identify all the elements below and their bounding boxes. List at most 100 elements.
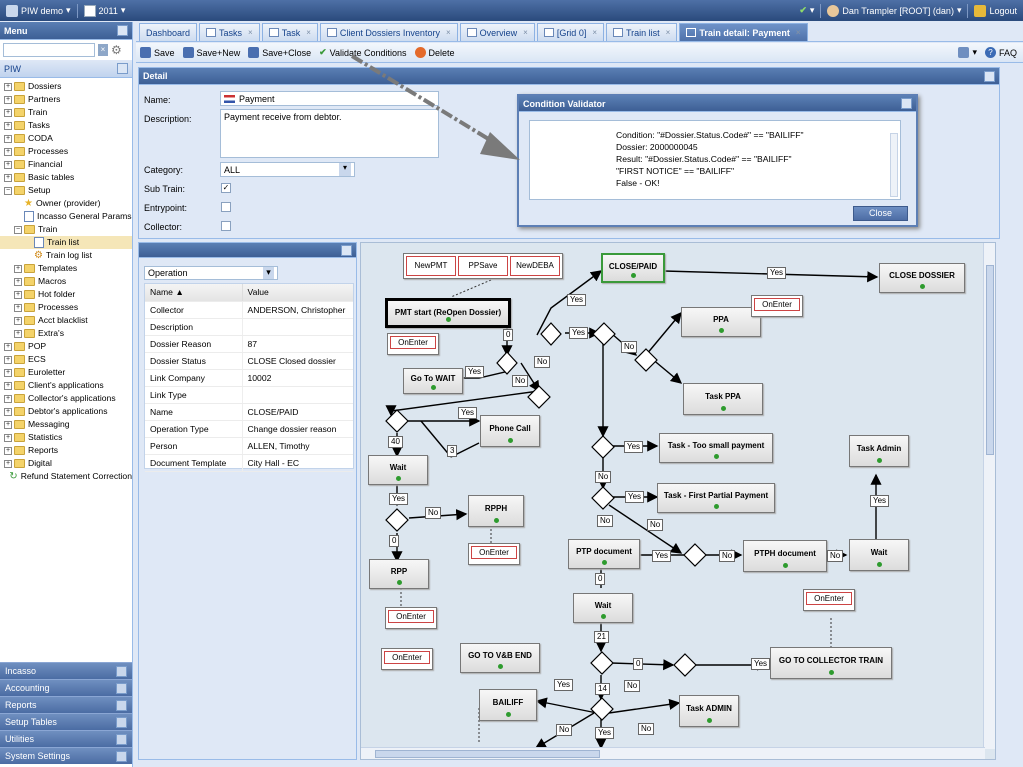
tab[interactable]: Task× bbox=[261, 23, 318, 41]
menu-tree-item[interactable]: +Client's applications bbox=[4, 379, 132, 392]
menu-tree-item[interactable]: −Setup bbox=[4, 184, 132, 197]
menu-tree-item[interactable]: +Statistics bbox=[4, 431, 132, 444]
save-close-button[interactable]: Save+Close bbox=[248, 47, 311, 58]
close-tab-icon[interactable]: × bbox=[306, 28, 311, 37]
close-button[interactable]: Close bbox=[853, 206, 908, 221]
flow-node[interactable]: GO TO V&B END bbox=[460, 643, 540, 673]
flow-node[interactable]: PMT start (ReOpen Dossier) bbox=[385, 298, 511, 328]
app-menu[interactable]: PIW demo ▾ bbox=[0, 0, 77, 21]
flow-node[interactable]: Task ADMIN bbox=[679, 695, 739, 727]
collector-checkbox[interactable] bbox=[221, 221, 231, 231]
menu-tree-item[interactable]: +Collector's applications bbox=[4, 392, 132, 405]
menu-tree-item[interactable]: +Partners bbox=[4, 93, 132, 106]
operation-select[interactable]: Operation▾ bbox=[144, 266, 278, 280]
flow-node[interactable]: BAILIFF bbox=[479, 689, 537, 721]
expand-icon[interactable]: + bbox=[4, 160, 12, 169]
flow-node[interactable]: PTP document bbox=[568, 539, 640, 569]
expand-icon[interactable]: + bbox=[14, 277, 22, 286]
menu-tree-item[interactable]: +Train bbox=[4, 106, 132, 119]
expand-icon[interactable]: − bbox=[4, 186, 12, 195]
expand-icon[interactable] bbox=[116, 682, 127, 694]
subtrain-checkbox[interactable]: ✓ bbox=[221, 183, 231, 193]
onenter-button[interactable]: OnEnter bbox=[803, 589, 855, 611]
status-check[interactable]: ✔ ▾ bbox=[799, 5, 815, 15]
delete-button[interactable]: Delete bbox=[414, 47, 455, 58]
expand-icon[interactable]: + bbox=[14, 316, 22, 325]
accordion-item[interactable]: Setup Tables bbox=[0, 713, 132, 730]
expand-icon[interactable]: + bbox=[4, 108, 12, 117]
menu-tree-item[interactable]: +Macros bbox=[4, 275, 132, 288]
menu-tree-item[interactable]: +Processes bbox=[4, 145, 132, 158]
vscroll-thumb[interactable] bbox=[986, 265, 994, 455]
hscroll-thumb[interactable] bbox=[375, 750, 600, 758]
accordion-item[interactable]: Incasso bbox=[0, 662, 132, 679]
expand-icon[interactable]: + bbox=[4, 407, 12, 416]
property-row[interactable]: Link Type bbox=[145, 386, 353, 404]
flow-node[interactable]: PTPH document bbox=[743, 540, 827, 572]
menu-tree-item[interactable]: Incasso General Params bbox=[4, 210, 132, 223]
expand-icon[interactable] bbox=[116, 665, 127, 677]
menu-tree-item[interactable]: +Processes bbox=[4, 301, 132, 314]
expand-icon[interactable]: + bbox=[4, 420, 12, 429]
flow-node[interactable]: PPA bbox=[681, 307, 761, 337]
tab[interactable]: Train list× bbox=[606, 23, 678, 41]
menu-tree-item[interactable]: ↻Refund Statement Correction bbox=[4, 470, 132, 483]
clear-icon[interactable]: × bbox=[98, 44, 108, 56]
flow-node[interactable]: Task - First Partial Payment bbox=[657, 483, 775, 513]
description-textarea[interactable]: Payment receive from debtor. bbox=[220, 109, 439, 158]
expand-icon[interactable] bbox=[116, 716, 127, 728]
menu-tree-item[interactable]: +Debtor's applications bbox=[4, 405, 132, 418]
entrypoint-checkbox[interactable] bbox=[221, 202, 231, 212]
tab[interactable]: Dashboard bbox=[139, 23, 198, 41]
onenter-button[interactable]: OnEnter bbox=[468, 543, 520, 565]
flow-node[interactable]: GO TO COLLECTOR TRAIN bbox=[770, 647, 892, 679]
tab[interactable]: Overview× bbox=[459, 23, 535, 41]
event-button[interactable]: NewDEBA bbox=[510, 256, 560, 276]
expand-icon[interactable]: − bbox=[14, 225, 22, 234]
menu-tree-item[interactable]: +Financial bbox=[4, 158, 132, 171]
flow-node[interactable]: Task Admin bbox=[849, 435, 909, 467]
expand-icon[interactable]: + bbox=[14, 303, 22, 312]
expand-icon[interactable]: + bbox=[4, 147, 12, 156]
canvas-vscroll[interactable] bbox=[983, 243, 995, 749]
onenter-button[interactable]: OnEnter bbox=[381, 648, 433, 670]
menu-tree-item[interactable]: +Templates bbox=[4, 262, 132, 275]
flow-node[interactable]: Phone Call bbox=[480, 415, 540, 447]
accordion-item[interactable]: Accounting bbox=[0, 679, 132, 696]
menu-tree-item[interactable]: +Digital bbox=[4, 457, 132, 470]
menu-tree-item[interactable]: +Acct blacklist bbox=[4, 314, 132, 327]
expand-icon[interactable]: + bbox=[4, 433, 12, 442]
layout-menu[interactable]: ▾ bbox=[958, 47, 977, 58]
expand-icon[interactable]: + bbox=[4, 134, 12, 143]
menu-tree-item[interactable]: Train list bbox=[0, 236, 132, 249]
flow-node[interactable]: Go To WAIT bbox=[403, 368, 463, 394]
property-row[interactable]: Description bbox=[145, 318, 353, 336]
expand-icon[interactable]: + bbox=[4, 355, 12, 364]
year-menu[interactable]: 2011 ▾ bbox=[78, 0, 132, 21]
expand-icon[interactable]: + bbox=[4, 368, 12, 377]
accordion-item[interactable]: System Settings bbox=[0, 747, 132, 764]
expand-icon[interactable]: + bbox=[4, 459, 12, 468]
onenter-button[interactable]: OnEnter bbox=[387, 333, 439, 355]
expand-icon[interactable] bbox=[116, 733, 127, 745]
collapse-icon[interactable] bbox=[117, 25, 128, 36]
menu-tree-item[interactable]: ⚙Train log list bbox=[4, 249, 132, 262]
flow-node[interactable]: CLOSE DOSSIER bbox=[879, 263, 965, 293]
accordion-item[interactable]: Reports bbox=[0, 696, 132, 713]
menu-tree-item[interactable]: +Hot folder bbox=[4, 288, 132, 301]
onenter-button[interactable]: OnEnter bbox=[751, 295, 803, 317]
expand-icon[interactable] bbox=[116, 750, 127, 762]
menu-tree-item[interactable]: +Messaging bbox=[4, 418, 132, 431]
flow-node[interactable]: RPP bbox=[369, 559, 429, 589]
menu-tree-item[interactable]: +ECS bbox=[4, 353, 132, 366]
collapse-icon[interactable] bbox=[341, 244, 352, 256]
flow-node[interactable]: Wait bbox=[849, 539, 909, 571]
close-icon[interactable] bbox=[901, 98, 912, 109]
tab[interactable]: Train detail: Payment× bbox=[679, 23, 808, 41]
expand-icon[interactable]: + bbox=[4, 381, 12, 390]
category-select[interactable]: ALL▾ bbox=[220, 162, 355, 177]
